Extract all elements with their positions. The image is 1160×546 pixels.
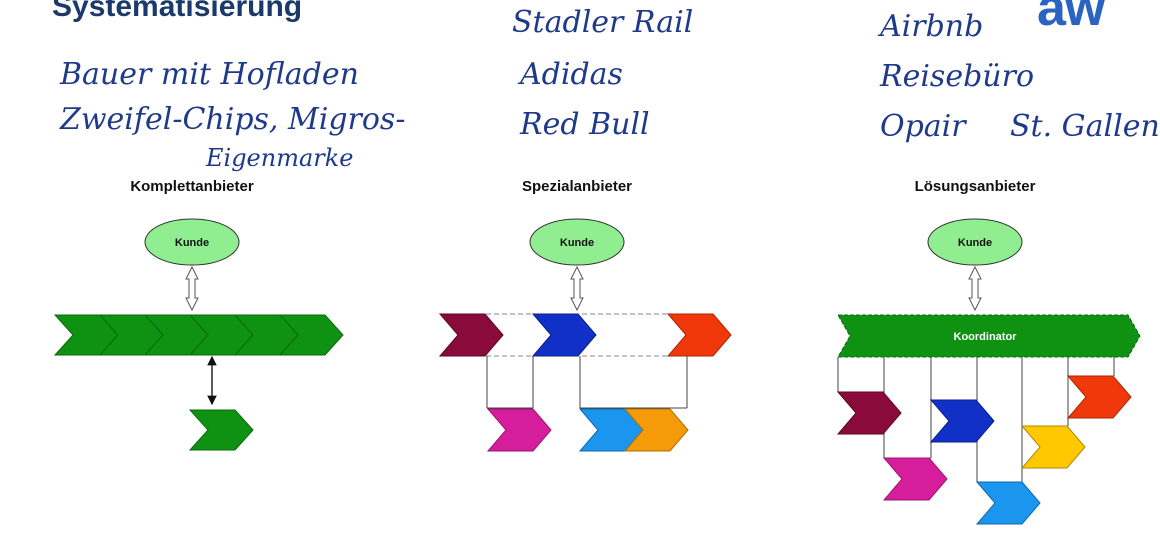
- koordinator-label: Koordinator: [954, 331, 1018, 343]
- chevron-yellow-loesung: [1020, 425, 1086, 469]
- panel-spezial: Kunde: [438, 218, 732, 452]
- chevron-blue: [531, 313, 597, 357]
- note-spezial-2: Adidas: [520, 57, 623, 92]
- note-spezial-1: Stadler Rail: [512, 5, 694, 40]
- panel-title-spezial: Spezialanbieter: [521, 178, 633, 195]
- chevron-red-loesung: [1066, 375, 1132, 419]
- chevron-magenta: [486, 408, 552, 452]
- note-komplett-1: Bauer mit Hofladen: [60, 57, 359, 92]
- panel-komplett: Kunde: [53, 218, 344, 451]
- kunde-label-spezial: Kunde: [560, 237, 594, 249]
- double-arrow-spezial: [570, 265, 584, 312]
- panel-loesung: Kunde Koordinator: [836, 218, 1141, 525]
- brand-logo: aw: [1037, 0, 1105, 37]
- chevron-light-blue-loesung: [975, 481, 1041, 525]
- chevron-maroon: [438, 313, 504, 357]
- note-komplett-3: Eigenmarke: [206, 144, 354, 172]
- koordinator-bar: [837, 314, 1141, 358]
- kunde-ellipse-komplett: [144, 218, 240, 266]
- chevron-green-single: [188, 409, 254, 451]
- chevron-maroon-loesung: [836, 391, 902, 435]
- double-arrow-loesung: [968, 265, 982, 312]
- kunde-label-loesung: Kunde: [958, 237, 992, 249]
- note-loesung-2: Reisebüro: [880, 59, 1035, 94]
- kunde-label-komplett: Kunde: [175, 237, 209, 249]
- note-komplett-2: Zweifel-Chips, Migros-: [60, 102, 406, 137]
- panel-title-komplett: Komplettanbieter: [130, 178, 254, 195]
- note-spezial-3: Red Bull: [520, 107, 650, 142]
- chevron-magenta-loesung: [882, 457, 948, 501]
- chevron-blue-loesung: [929, 399, 995, 443]
- note-loesung-3: Opair: [880, 109, 966, 144]
- page-title: Systematisierung: [52, 0, 303, 23]
- chevron-red: [666, 313, 732, 357]
- note-loesung-1: Airbnb: [880, 9, 984, 44]
- chevron-green-6: [278, 314, 344, 356]
- kunde-ellipse-loesung: [927, 218, 1023, 266]
- chevron-orange: [623, 408, 689, 452]
- panel-title-loesung: Lösungsanbieter: [914, 178, 1036, 195]
- double-arrow-komplett: [185, 265, 199, 312]
- kunde-ellipse-spezial: [529, 218, 625, 266]
- note-loesung-4: St. Gallen: [1010, 109, 1160, 144]
- chain-komplett: [53, 314, 344, 356]
